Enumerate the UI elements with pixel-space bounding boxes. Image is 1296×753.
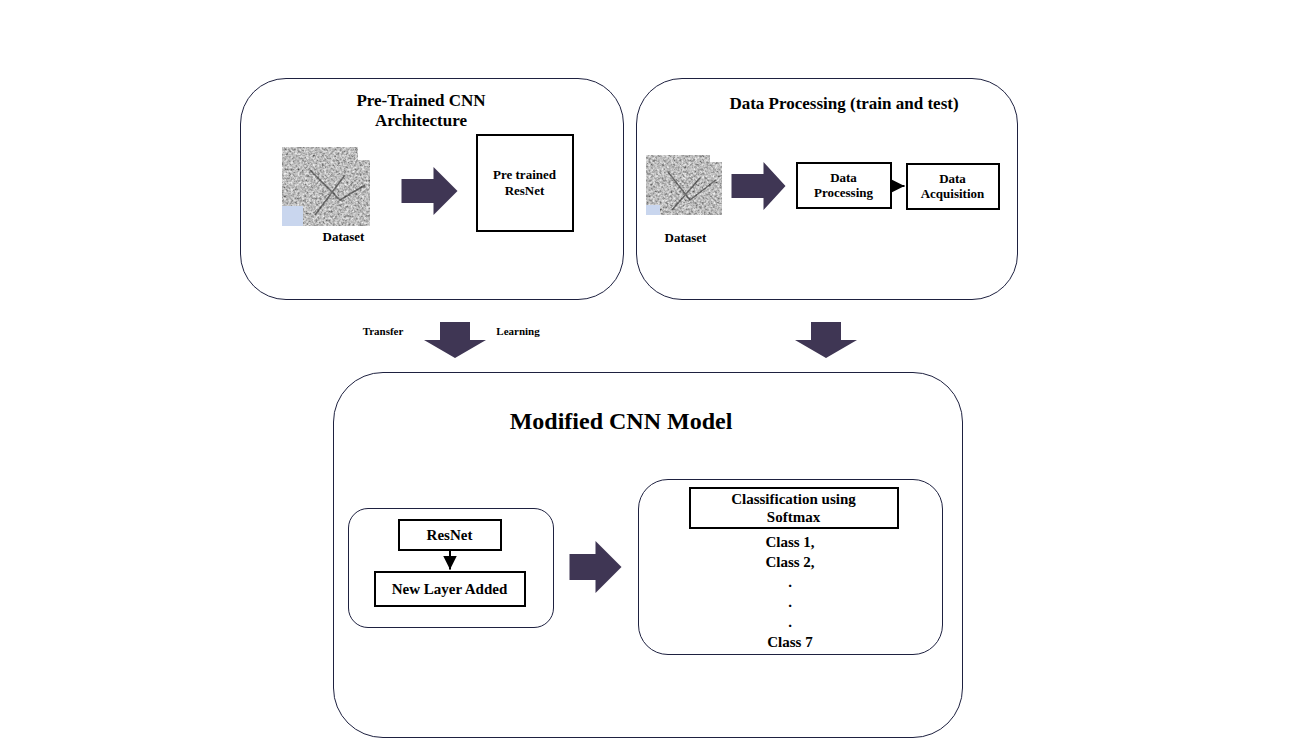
- box-label: ResNet: [427, 526, 473, 544]
- box-label: Data Processing: [804, 170, 884, 200]
- process-box: Data Acquisition: [906, 163, 1000, 210]
- text-block: [349, 509, 553, 627]
- heading-text: Dataset: [306, 229, 382, 245]
- text-block: Dataset: [306, 229, 382, 245]
- dataset-image: Dataset: [282, 147, 382, 245]
- block-arrow: [795, 322, 857, 358]
- section-panel: Pre-Trained CNN ArchitectureDataset Pre t…: [240, 78, 624, 300]
- text-block: Classification using Softmax: [691, 489, 897, 527]
- heading-text: Class 1,: [639, 532, 942, 552]
- arrow-caption: Transfer: [363, 325, 404, 337]
- heading-text: Pre-Trained CNN Architecture: [336, 91, 506, 131]
- layer-group: ResNetNew Layer Added: [348, 508, 554, 628]
- flow-arrow: [892, 185, 905, 187]
- heading-text: Class 7: [639, 632, 942, 652]
- classifier-box: Classification using Softmax: [689, 487, 899, 529]
- box-label: Classification using Softmax: [709, 490, 879, 526]
- block-arrow: [570, 541, 622, 593]
- text-block: Dataset: [646, 230, 726, 246]
- flow-arrow: [449, 551, 451, 570]
- box-label: Pre trained ResNet: [480, 167, 570, 199]
- box-label: New Layer Added: [392, 580, 508, 598]
- output-group: Class 1,Class 2,...Class 7Classification…: [638, 479, 943, 655]
- text-block: Class 1,Class 2,...Class 7: [639, 532, 942, 652]
- heading-text: .: [639, 572, 942, 592]
- text-block: ResNet: [400, 521, 500, 549]
- dataset-thumbnail: [282, 147, 370, 226]
- layer-box: ResNet: [398, 519, 502, 551]
- arrow-caption: Learning: [496, 325, 539, 337]
- section-panel: Data Processing (train and test) Dataset D…: [636, 78, 1018, 300]
- layer-box: New Layer Added: [374, 571, 526, 607]
- text-block: Modified CNN Model: [471, 407, 771, 435]
- model-panel: Modified CNN ModelResNetNew Layer AddedC…: [333, 372, 963, 738]
- model-box: Pre trained ResNet: [476, 134, 574, 232]
- dataset-thumbnail: [646, 155, 722, 215]
- text-block: Data Processing: [798, 164, 890, 207]
- text-block: New Layer Added: [376, 573, 524, 605]
- box-label: Data Acquisition: [913, 171, 993, 201]
- heading-text: Data Processing (train and test): [729, 94, 959, 114]
- dataset-image: Dataset: [646, 155, 726, 250]
- process-box: Data Processing: [796, 162, 892, 209]
- heading-text: Class 2,: [639, 552, 942, 572]
- text-block: Data Processing (train and test): [729, 94, 959, 114]
- heading-text: .: [639, 592, 942, 612]
- heading-text: Dataset: [646, 230, 726, 246]
- block-arrow: [424, 322, 486, 358]
- text-block: Data Acquisition: [908, 165, 998, 208]
- heading-text: .: [639, 612, 942, 632]
- text-block: Pre-Trained CNN Architecture: [336, 91, 506, 131]
- text-block: Pre trained ResNet: [478, 136, 572, 230]
- block-arrow: [402, 167, 458, 215]
- heading-text: Modified CNN Model: [471, 407, 771, 435]
- block-arrow: [732, 162, 786, 210]
